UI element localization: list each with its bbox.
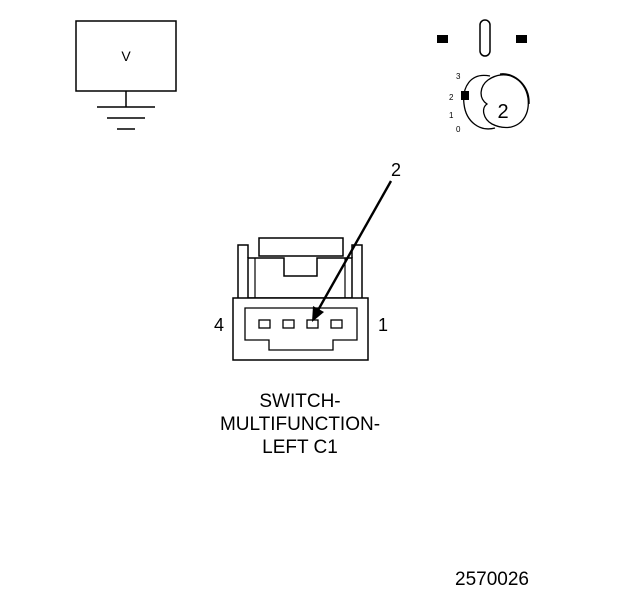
callout-arrow: 2 xyxy=(312,160,401,322)
key-scale-1: 1 xyxy=(449,111,454,120)
pin-label-left: 4 xyxy=(214,315,224,335)
caption-line-2: MULTIFUNCTION- xyxy=(219,414,381,435)
pin-cavity xyxy=(282,319,295,329)
ignition-key-icon: 3 2 1 0 2 xyxy=(437,19,530,134)
pin-label-right: 1 xyxy=(378,315,388,335)
connector-caption: SWITCH- MULTIFUNCTION- LEFT C1 xyxy=(170,390,430,459)
key-scale-0: 0 xyxy=(456,125,461,134)
connector-c1: 4 1 xyxy=(214,237,388,361)
key-scale-2: 2 xyxy=(449,93,454,102)
key-position-callout: 2 xyxy=(497,101,508,123)
ground-icon xyxy=(97,106,155,130)
connector-callout-number: 2 xyxy=(391,160,401,180)
key-scale-3: 3 xyxy=(456,72,461,81)
caption-line-3: LEFT C1 xyxy=(262,437,338,458)
connector-body xyxy=(232,297,369,361)
figure-number: 2570026 xyxy=(455,569,529,590)
pin-cavity xyxy=(330,319,343,329)
pin-cavity xyxy=(258,319,271,329)
caption-line-1: SWITCH- xyxy=(259,391,341,412)
voltmeter-label: V xyxy=(121,48,131,64)
voltmeter-symbol: V xyxy=(75,20,177,130)
